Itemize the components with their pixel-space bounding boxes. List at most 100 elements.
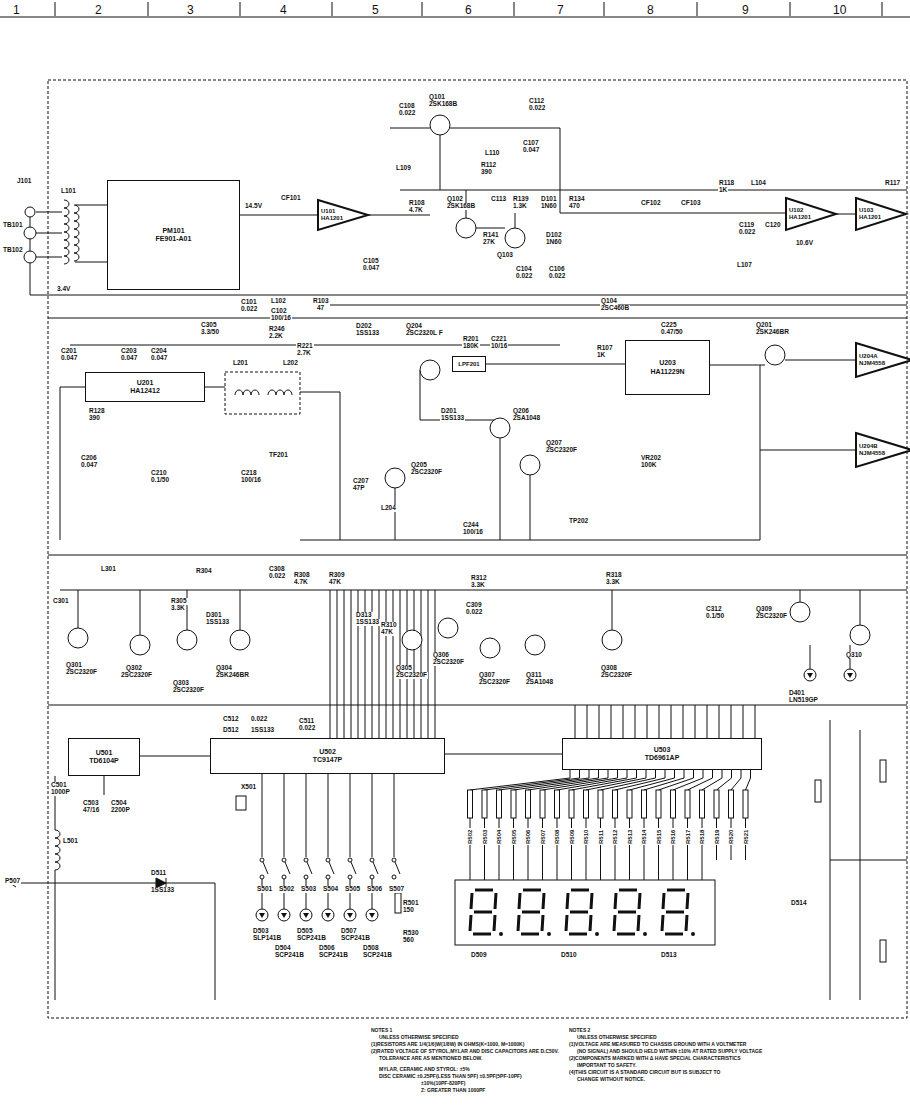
wire	[328, 879, 329, 909]
wire	[450, 128, 560, 129]
component-label: 1SS133	[355, 619, 380, 626]
wire	[695, 705, 696, 738]
wire	[629, 845, 630, 880]
wire	[731, 770, 741, 790]
led-symbol	[366, 909, 378, 921]
ic-box: U203HA11229N	[625, 340, 710, 395]
component-label: C512	[222, 716, 240, 723]
component-label: 2.7K	[296, 350, 312, 357]
component-label: Q303	[172, 680, 190, 687]
wire	[75, 205, 107, 206]
component-label: R308	[293, 572, 311, 579]
wire	[745, 818, 746, 828]
transistor-symbol	[525, 635, 545, 655]
wire	[300, 392, 340, 540]
grid-number: 1	[12, 4, 21, 16]
component-label: D506	[318, 945, 336, 952]
wire	[306, 879, 307, 909]
grid-number: 6	[464, 4, 473, 16]
transistor-symbol	[130, 635, 150, 655]
component-label: 0.022	[738, 229, 756, 236]
wire	[810, 645, 811, 669]
component-symbol	[880, 760, 886, 782]
resistor-symbol	[627, 790, 632, 818]
transistor-symbol	[520, 455, 540, 475]
wire	[530, 475, 531, 540]
component-label: C119	[738, 222, 755, 229]
component-label: 2SK168B	[428, 101, 458, 108]
component-symbol	[236, 796, 246, 810]
grid-number: 10	[832, 4, 847, 16]
component-label: 180K	[462, 343, 480, 350]
wire	[55, 870, 56, 1000]
resistor-symbol	[540, 790, 545, 818]
wire	[528, 818, 529, 828]
seven-segment-digit	[566, 890, 599, 936]
component-label: CF103	[680, 200, 702, 207]
component-label: R310	[380, 622, 398, 629]
wire	[647, 705, 648, 738]
component-label: 2SC460B	[600, 305, 630, 312]
switch-symbol	[260, 858, 268, 879]
component-label: 1000P	[50, 789, 71, 796]
component-label: R304	[195, 568, 213, 575]
component-label: CF101	[280, 195, 302, 202]
wire	[557, 818, 558, 828]
resistor-symbol	[482, 790, 487, 818]
component-label: 0.047	[150, 355, 168, 362]
component-label: C101	[240, 299, 258, 306]
wire	[205, 387, 225, 388]
part-number: TD6104P	[89, 757, 119, 765]
wire	[60, 387, 85, 388]
component-label: 1SS133	[250, 727, 275, 734]
wire	[428, 590, 429, 738]
component-label: C201	[60, 348, 78, 355]
switch-symbol	[326, 858, 334, 879]
component-label: R512	[612, 829, 618, 845]
component-label: R107	[596, 345, 614, 352]
wire	[350, 774, 351, 857]
transistor-symbol	[230, 630, 250, 650]
wire	[337, 590, 338, 738]
wire	[284, 879, 285, 909]
component-label: C210	[150, 470, 168, 477]
component-label: SCP241B	[296, 935, 327, 942]
wire	[394, 774, 395, 857]
transistor-symbol	[602, 630, 622, 650]
wire	[407, 590, 408, 738]
note-text: NOTES 2	[568, 1028, 591, 1033]
note-text: NOTES 1	[370, 1028, 393, 1033]
component-label: L102	[270, 298, 287, 305]
wire	[48, 705, 907, 706]
wire	[745, 845, 746, 860]
component-label: R221	[296, 343, 314, 350]
wire	[414, 590, 415, 738]
component-label: Q204	[405, 323, 423, 330]
component-label: L109	[395, 165, 412, 172]
part-designator: U201	[137, 379, 154, 387]
component-label: L301	[100, 566, 117, 573]
component-label: Q101	[428, 94, 446, 101]
component-label: R128	[88, 408, 106, 415]
component-label: C207	[352, 478, 370, 485]
component-label: R505	[511, 829, 517, 845]
component-label: 0.022	[548, 273, 566, 280]
component-label: C120	[764, 222, 782, 229]
wire	[262, 774, 263, 857]
wire	[484, 845, 485, 880]
wire	[673, 845, 674, 880]
wire	[486, 364, 625, 365]
wire	[351, 590, 352, 738]
resistor-symbol	[613, 790, 618, 818]
component-label: D507	[340, 928, 358, 935]
component-label: 1SS133	[355, 330, 380, 337]
transistor-symbol	[420, 360, 440, 380]
wire	[746, 770, 751, 790]
switch-symbol	[370, 858, 378, 879]
component-label: 2SC2320F	[410, 469, 443, 476]
component-label: 3.4V	[56, 286, 71, 293]
wire	[600, 845, 601, 880]
component-label: Q201	[755, 322, 773, 329]
coil-symbol	[55, 830, 60, 870]
switch-symbol	[304, 858, 312, 879]
